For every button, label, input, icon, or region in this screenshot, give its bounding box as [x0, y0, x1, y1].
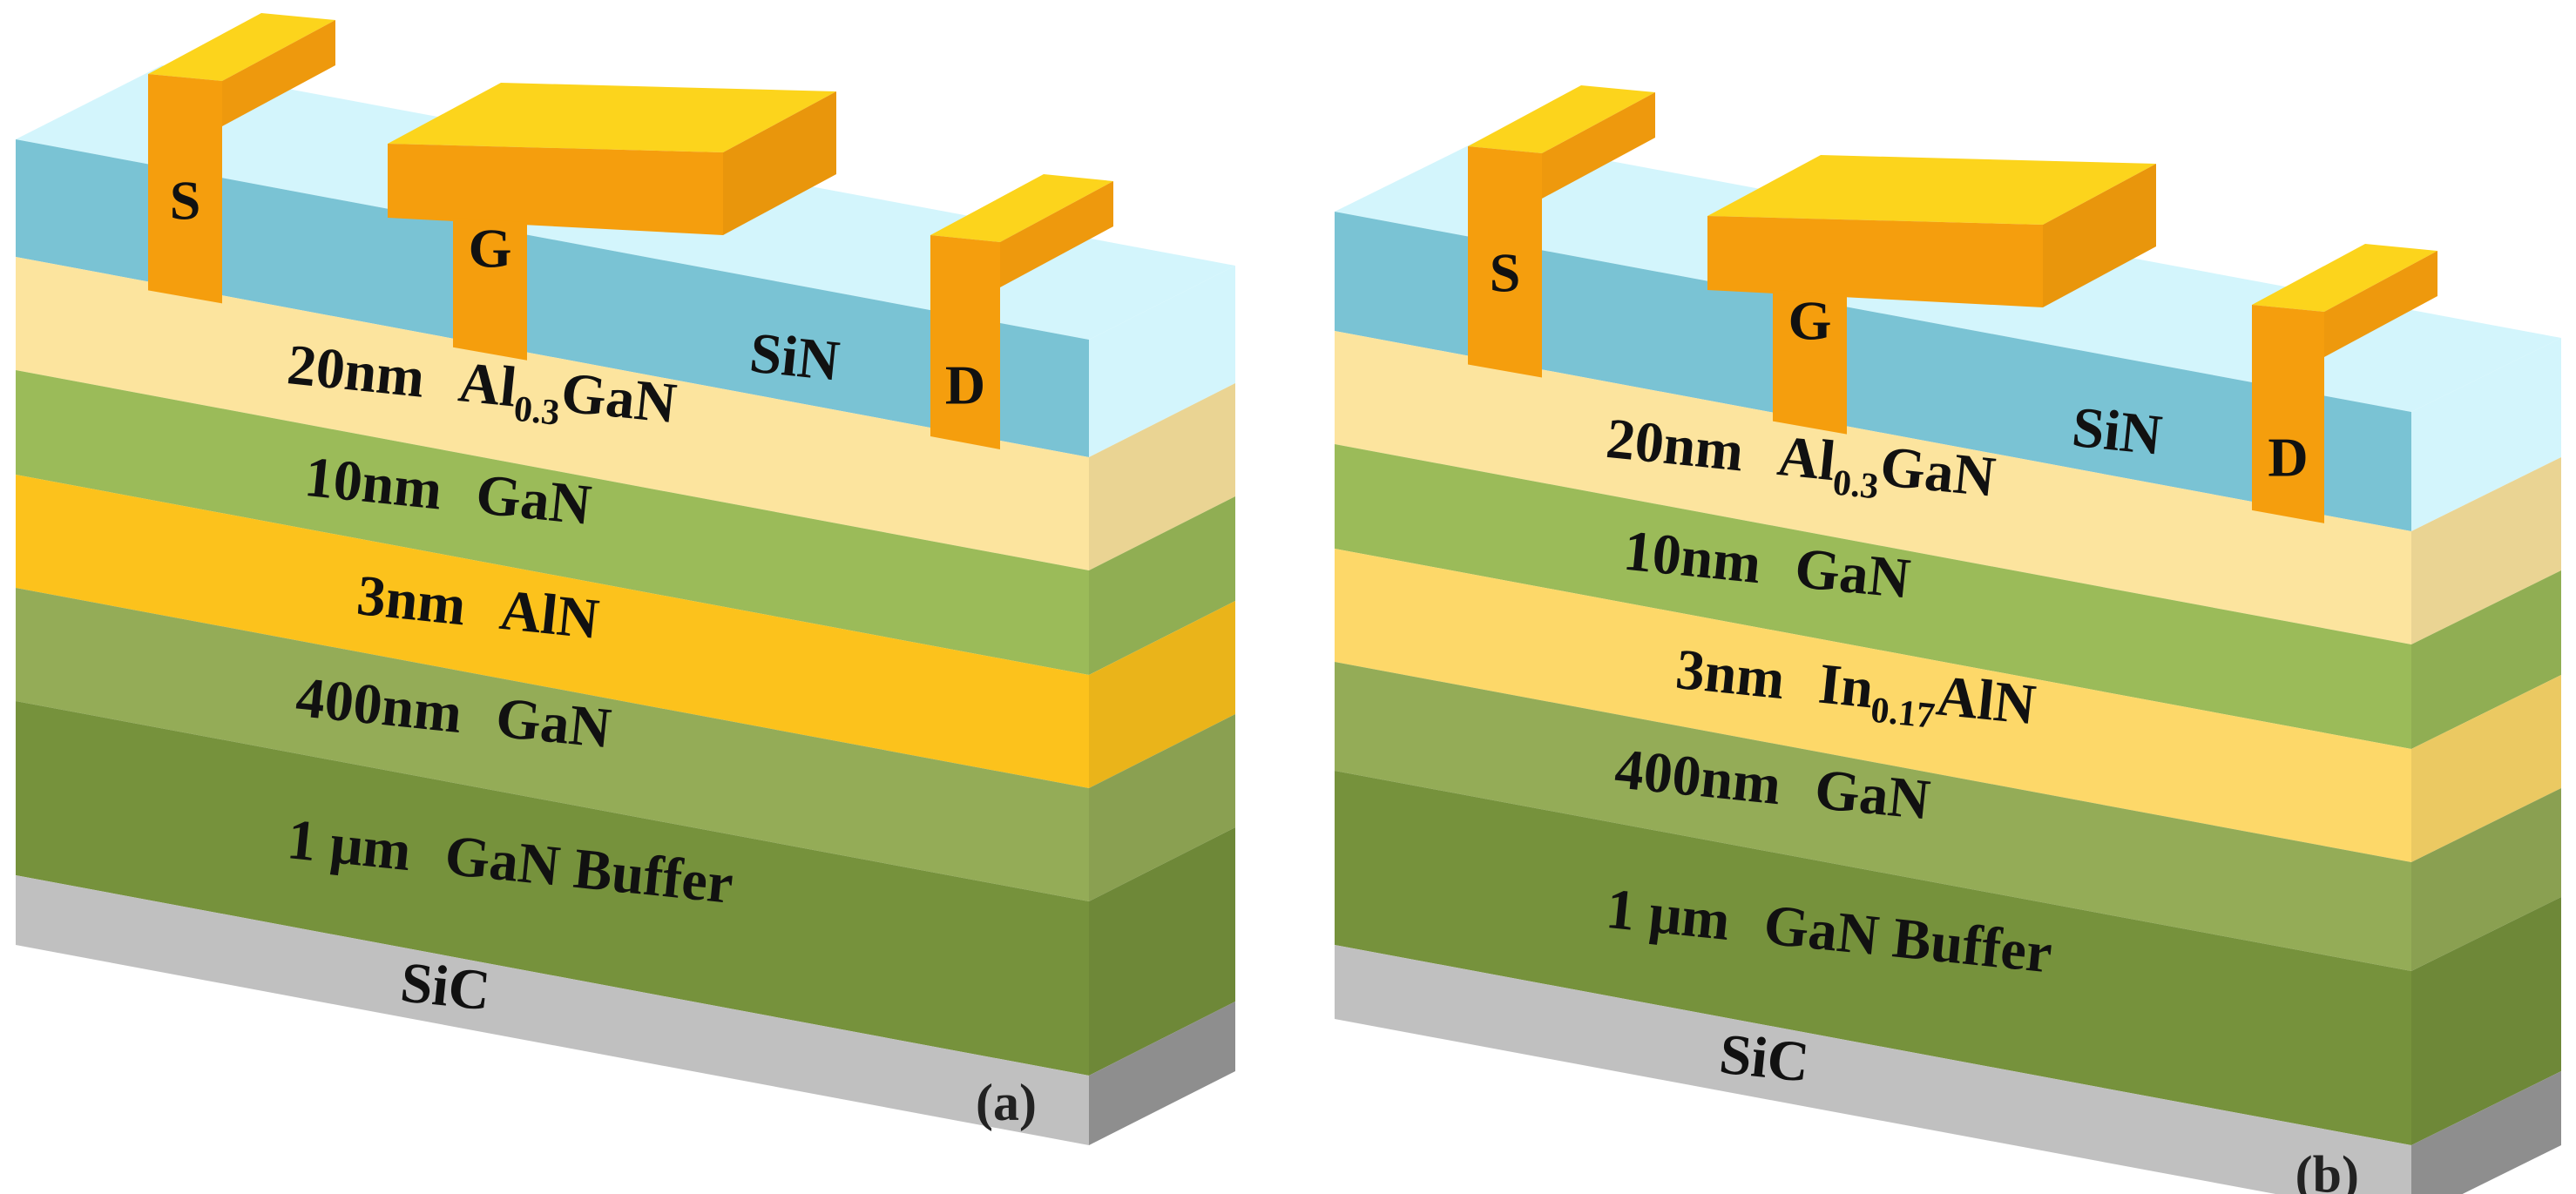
layer-material: GaN — [1792, 536, 1913, 611]
passivation-label: SiN — [747, 321, 842, 394]
gate-contact: G — [388, 83, 836, 361]
layer-front-face — [1335, 771, 2411, 1145]
source-contact-side — [1542, 92, 1655, 199]
drain-contact-label: D — [2268, 427, 2308, 489]
layer-side-face — [2411, 457, 2561, 644]
layer-subscript: 0.3 — [512, 389, 562, 434]
drain-contact-front — [930, 235, 1000, 449]
layer-material: GaN — [493, 685, 614, 760]
drain-contact-top — [930, 174, 1113, 242]
substrate-front-face — [1335, 945, 2411, 1194]
layer-material: GaN — [473, 462, 594, 537]
source-contact: S — [148, 13, 335, 304]
panel-label: (b) — [2295, 1145, 2359, 1194]
source-contact-front — [1468, 146, 1542, 378]
layer-side-face — [1089, 496, 1235, 675]
source-contact-label: S — [170, 169, 201, 231]
layer-side-face — [2411, 570, 2561, 749]
drain-contact: D — [2252, 244, 2437, 523]
layer-side-face — [1089, 827, 1235, 1076]
layer-thickness: 20nm — [284, 333, 427, 410]
layer-material: In — [1815, 652, 1876, 721]
layer-front-face — [1335, 444, 2411, 749]
layer-front-face — [16, 475, 1089, 788]
drain-contact-top — [2252, 244, 2437, 312]
passivation-label: SiN — [2069, 395, 2165, 468]
sin-front-face — [16, 139, 1089, 457]
substrate-label: SiC — [397, 950, 493, 1022]
layer-front-face — [1335, 662, 2411, 971]
layer-thickness: 10nm — [1620, 519, 1763, 597]
layer-thickness: 3nm — [354, 563, 468, 637]
layer-front-face — [1335, 331, 2411, 644]
source-contact-side — [222, 20, 335, 126]
gate-cap-side — [723, 91, 836, 235]
source-contact-label: S — [1490, 241, 1521, 303]
layer-material: Al — [456, 350, 519, 419]
sin-side-face — [1089, 266, 1235, 457]
layer-side-face — [1089, 383, 1235, 570]
gate-contact: G — [1707, 155, 2156, 435]
gate-cap-front — [1707, 216, 2043, 307]
layer-material: GaN — [1812, 758, 1933, 833]
layer-side-face — [2411, 675, 2561, 862]
layer-subscript: 0.3 — [1831, 462, 1881, 507]
gate-contact-label: G — [1788, 290, 1832, 352]
gate-contact-label: G — [469, 218, 512, 280]
sin-front-face — [1335, 212, 2411, 531]
layer-material: AlN — [497, 578, 601, 651]
gate-cap-top — [388, 83, 836, 152]
drain-contact-side — [1000, 181, 1113, 287]
source-contact-top — [1468, 85, 1655, 153]
drain-contact-side — [2324, 251, 2437, 357]
layer-subscript: 0.17 — [1869, 691, 1937, 737]
source-contact: S — [1468, 85, 1655, 378]
layer-label: 3nm In0.17AlN — [1672, 637, 2038, 746]
panel-label: (a) — [976, 1074, 1037, 1131]
source-contact-top — [148, 13, 335, 81]
layer-material-suffix: GaN — [558, 361, 679, 435]
layer-side-face — [2411, 788, 2561, 971]
gate-stem — [453, 218, 527, 361]
gate-cap-side — [2043, 164, 2156, 307]
layer-thickness: 1 μm — [284, 807, 414, 883]
layer-side-face — [2411, 897, 2561, 1145]
substrate-front-face — [16, 875, 1089, 1145]
drain-contact-front — [2252, 305, 2324, 523]
layer-thickness: 3nm — [1673, 637, 1787, 712]
layer-front-face — [16, 588, 1089, 901]
layer-label: 20nm Al0.3GaN — [1602, 407, 1998, 519]
layer-side-face — [1089, 601, 1235, 788]
substrate-side-face — [1089, 1002, 1235, 1145]
drain-contact: D — [930, 174, 1113, 449]
layer-thickness: 1 μm — [1603, 877, 1733, 953]
layer-label: 3nm AlN — [354, 563, 601, 651]
layer-thickness: 10nm — [301, 445, 444, 523]
layer-front-face — [1335, 549, 2411, 862]
layer-front-face — [16, 370, 1089, 675]
layer-thickness: 20nm — [1603, 407, 1746, 484]
substrate-side-face — [2411, 1071, 2561, 1194]
layer-material: Al — [1775, 424, 1838, 493]
layer-front-face — [16, 701, 1089, 1076]
layer-label: 10nm GaN — [1620, 519, 1912, 611]
sin-side-face — [2411, 338, 2561, 531]
layer-side-face — [1089, 714, 1235, 901]
gate-stem — [1773, 290, 1847, 435]
substrate-label: SiC — [1716, 1022, 1812, 1095]
gate-cap-front — [388, 144, 723, 235]
layer-front-face — [16, 257, 1089, 570]
layer-material-suffix: AlN — [1934, 664, 2038, 737]
layer-material-suffix: GaN — [1877, 435, 1998, 509]
source-contact-front — [148, 74, 222, 304]
layer-label: 10nm GaN — [301, 445, 593, 537]
layer-label: 20nm Al0.3GaN — [283, 333, 679, 445]
drain-contact-label: D — [945, 354, 985, 415]
gate-cap-top — [1707, 155, 2156, 225]
